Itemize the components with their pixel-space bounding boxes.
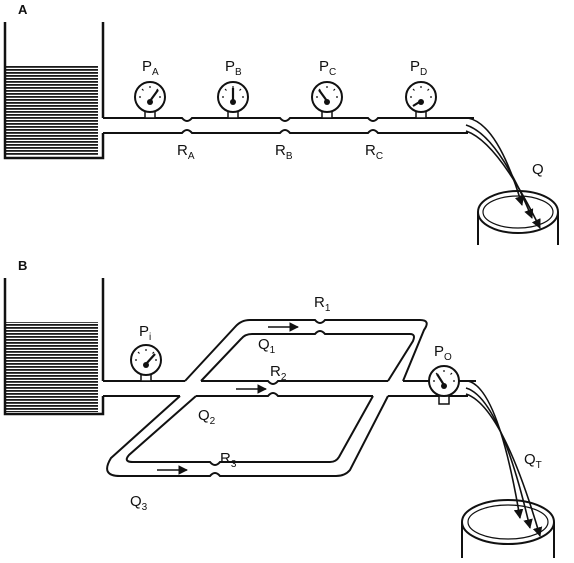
resistance-a-label: RA bbox=[177, 142, 195, 162]
pressure-gauge-c bbox=[311, 81, 343, 119]
resistance-c-label: RC bbox=[365, 142, 383, 162]
resistance-1-label: R1 bbox=[314, 294, 331, 314]
pressure-gauge-d bbox=[405, 81, 437, 119]
collection-bucket-a bbox=[477, 190, 559, 245]
panel-a: A bbox=[3, 2, 559, 245]
gauge-a-label: PA bbox=[142, 58, 159, 78]
pressure-gauge-inlet bbox=[130, 344, 162, 382]
gauge-b-label: PB bbox=[225, 58, 242, 78]
reservoir-a bbox=[3, 22, 105, 160]
pressure-gauge-a bbox=[134, 81, 166, 119]
gauge-outlet-label: PO bbox=[434, 343, 452, 363]
reservoir-a-water bbox=[5, 66, 98, 156]
branch-flow-arrows bbox=[157, 322, 299, 475]
reservoir-b bbox=[3, 278, 105, 416]
resistance-2-label: R2 bbox=[270, 363, 287, 383]
panel-a-label: A bbox=[18, 2, 28, 17]
resistance-b-label: RB bbox=[275, 142, 293, 162]
resistance-3-label: R3 bbox=[220, 450, 237, 470]
flow-3-label: Q3 bbox=[130, 493, 148, 513]
flow-1-label: Q1 bbox=[258, 336, 276, 356]
gauge-d-label: PD bbox=[410, 58, 427, 78]
pressure-gauge-b bbox=[217, 81, 249, 119]
gauge-inlet-label: Pi bbox=[139, 323, 151, 343]
panel-b: B bbox=[3, 258, 555, 558]
flow-q-label: Q bbox=[532, 161, 544, 178]
gauge-c-label: PC bbox=[319, 58, 336, 78]
panel-b-label: B bbox=[18, 258, 27, 273]
pressure-gauge-outlet bbox=[428, 365, 460, 405]
outflow-stream-a bbox=[465, 117, 541, 229]
collection-bucket-b bbox=[461, 499, 555, 558]
flow-2-label: Q2 bbox=[198, 407, 216, 427]
pipe-network-b bbox=[103, 319, 476, 477]
pipe-a bbox=[103, 117, 474, 134]
flow-total-label: QT bbox=[524, 451, 542, 471]
reservoir-b-water bbox=[5, 322, 98, 412]
